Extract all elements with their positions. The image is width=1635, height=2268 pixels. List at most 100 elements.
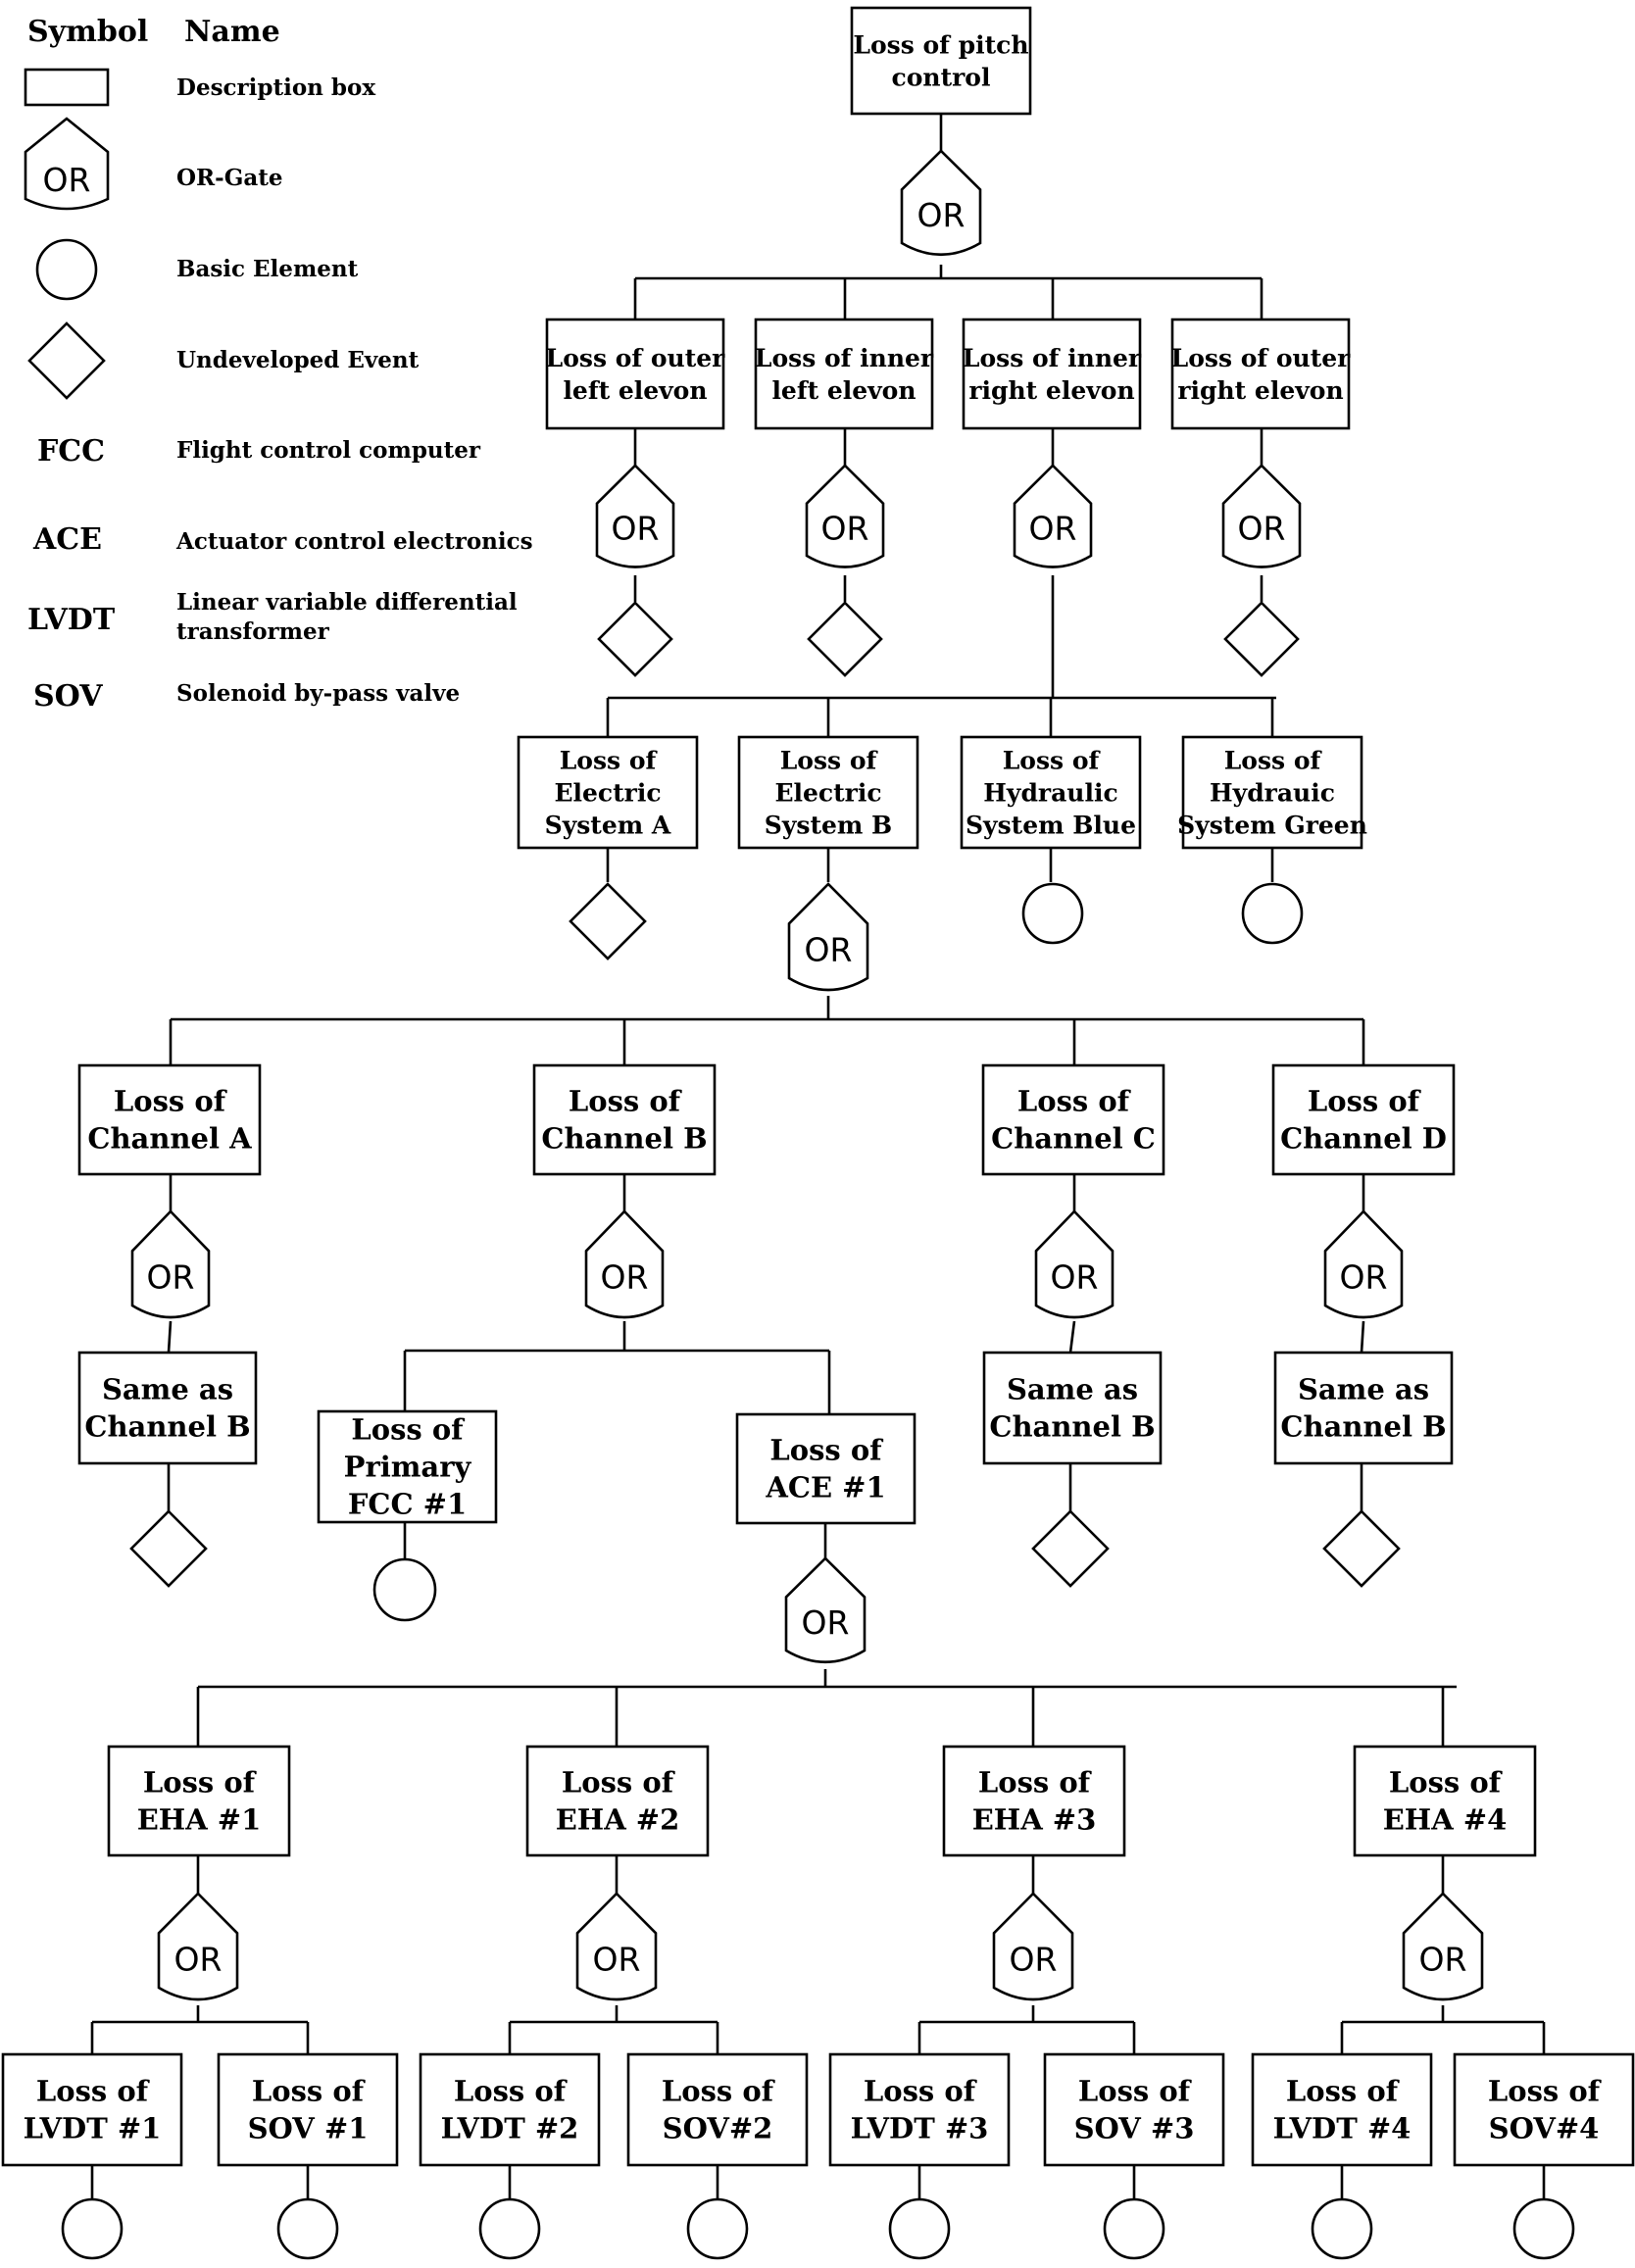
legend-or-gate-symbol [24, 117, 110, 211]
legend-ace-name: Actuator control electronics [175, 528, 533, 555]
event-label-line: Loss of [1308, 1085, 1422, 1118]
legend-name-header: Name [184, 15, 280, 49]
event-label-line: Loss of [1017, 1085, 1132, 1118]
event-box-frame [1251, 2052, 1433, 2167]
event-label-line: Channel B [84, 1410, 250, 1444]
event-label-line: right elevon [968, 376, 1134, 405]
legend-fcc-abbr: FCC [37, 434, 105, 468]
event-box-frame [517, 735, 699, 850]
or-gate-shape [787, 882, 869, 992]
or-gate: OR [584, 1209, 665, 1319]
event-label-line: Loss of [252, 2075, 367, 2108]
or-gate-shape [900, 149, 982, 257]
event-box-frame [525, 1745, 710, 1857]
legend-ace-abbr: ACE [32, 522, 102, 557]
event-box-frame [317, 1409, 498, 1524]
event-label-line: Hydraulic [983, 778, 1117, 807]
event-label-line: Loss of [351, 1413, 466, 1447]
event-box-frame [1353, 1745, 1537, 1857]
event-label-line: right elevon [1177, 376, 1343, 405]
basic-element-circle [276, 2197, 339, 2260]
legend-or-gate-name: OR-Gate [176, 165, 283, 191]
event-box-frame [735, 1412, 917, 1525]
or-gate-shape [805, 464, 885, 568]
event-box-frame [1271, 1063, 1456, 1176]
or-gate-label: OR [802, 1603, 850, 1642]
or-gate-label: OR [1419, 1941, 1467, 1979]
legend-lvdt-name-line-1: Linear variable differential [176, 589, 518, 616]
or-gate-shape [1402, 1892, 1484, 2001]
event-box-frame [942, 1745, 1126, 1857]
event-label-line: Electric [774, 778, 881, 807]
legend-description-box-name: Description box [176, 74, 375, 101]
or-gate-label: OR [1010, 1941, 1058, 1979]
event-box-frame [419, 2052, 601, 2167]
event-box-frame [545, 318, 725, 430]
or-gate: OR [900, 149, 982, 257]
legend-basic-element-name: Basic Element [176, 256, 359, 282]
event-label-line: Channel C [991, 1122, 1156, 1156]
or-gate: OR [1221, 464, 1302, 568]
legend-or-gate-label: OR [43, 161, 91, 199]
legend-lvdt-name-line-2: transformer [176, 618, 330, 645]
or-gate: OR [992, 1892, 1074, 2001]
basic-element-circle [61, 2197, 124, 2260]
basic-element-circle [372, 1557, 437, 1622]
event-label-line: Loss of [1003, 746, 1102, 774]
event-box-frame [77, 1063, 262, 1176]
legend-sov-abbr: SOV [33, 679, 103, 714]
event-label-line: EHA #3 [972, 1803, 1097, 1837]
event-label-line: Loss of [560, 746, 659, 774]
or-gate-shape [1013, 464, 1093, 568]
event-label-line: Loss of pitch [853, 30, 1028, 59]
event-label-line: Loss of [1224, 746, 1323, 774]
event-box-frame [737, 735, 919, 850]
event-box-frame [1170, 318, 1351, 430]
event-label-line: SOV #1 [248, 2112, 369, 2145]
legend-description-box-symbol [24, 68, 110, 107]
or-gate: OR [595, 464, 675, 568]
event-label-line: LVDT #2 [441, 2112, 579, 2145]
or-gate-label: OR [821, 509, 869, 547]
basic-element-circle [1021, 882, 1084, 945]
event-label-line: SOV #3 [1074, 2112, 1195, 2145]
undeveloped-event-diamond [1322, 1509, 1401, 1588]
connector-line [167, 1320, 173, 1354]
event-box-frame [77, 1351, 258, 1465]
event-label-line: Channel A [87, 1122, 252, 1156]
or-gate-label: OR [1051, 1258, 1099, 1297]
undeveloped-event-diamond [597, 601, 673, 677]
legend-symbol-header: Symbol [27, 15, 148, 49]
or-gate-label: OR [593, 1941, 641, 1979]
event-box-frame [828, 2052, 1011, 2167]
event-box-frame [960, 735, 1142, 850]
event-label-line: System Green [1177, 811, 1367, 839]
event-label-line: LVDT #4 [1273, 2112, 1412, 2145]
undeveloped-event-diamond [129, 1509, 208, 1588]
event-box-frame [962, 318, 1142, 430]
event-box-channel-c: Loss of Channel C [981, 1063, 1165, 1176]
or-gate: OR [1013, 464, 1093, 568]
event-box-frame [626, 2052, 809, 2167]
event-box-frame [107, 1745, 291, 1857]
or-gate-label: OR [174, 1941, 223, 1979]
legend-lvdt-abbr: LVDT [27, 603, 116, 637]
undeveloped-event-diamond [1223, 601, 1300, 677]
event-label-line: Loss of inner [755, 344, 934, 372]
event-label-line: Same as [1007, 1373, 1138, 1406]
or-gate-label: OR [601, 1258, 649, 1297]
event-box-frame [1043, 2052, 1225, 2167]
